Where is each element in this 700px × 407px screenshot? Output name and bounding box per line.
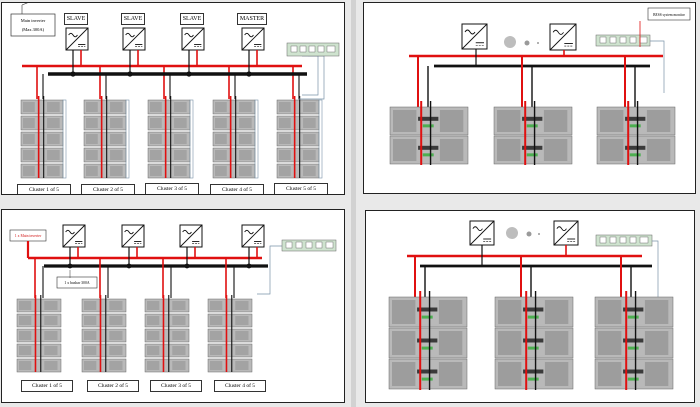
device-note-box — [647, 7, 691, 21]
bms-monitor-device — [286, 42, 340, 57]
inverter-2 — [549, 23, 577, 51]
battery-stack-bl-1 — [16, 295, 62, 373]
cluster-label-3: Cluster 3 of 5 — [150, 380, 202, 392]
diagram-top-right: BESS system monitor — [363, 2, 696, 194]
diagram-bottom-left-svg: 1 x Main inverter 1 x busbar 300A — [9, 224, 337, 373]
battery-stack-bl-2 — [81, 295, 127, 373]
cluster-label-3: Cluster 3 of 5 — [145, 183, 199, 194]
inverter-role-3: SLAVE — [180, 13, 204, 25]
cluster-label-1: Cluster 1 of 5 — [17, 184, 71, 194]
inverter-4 — [241, 224, 265, 248]
battery-cabinet-tr-2 — [493, 101, 573, 165]
rack-comm-line — [189, 99, 194, 179]
inverter-3 — [181, 27, 205, 51]
busbar-node — [126, 263, 132, 269]
inverter-2 — [121, 224, 145, 248]
inverter-2 — [122, 27, 146, 51]
diagram-top-left-svg: Main inverter (Max.300A) — [10, 3, 340, 179]
busbar-node — [127, 71, 133, 77]
battery-stack-bl-3 — [144, 295, 190, 373]
rack-comm-line — [125, 99, 130, 179]
diagram-bottom-left: 1 x Main inverter 1 x busbar 300A Cluste… — [1, 209, 345, 403]
note-line1: Main inverter — [21, 18, 46, 23]
rack-comm-line — [318, 99, 323, 179]
busbar-node — [246, 263, 252, 269]
battery-cabinet-br-2 — [494, 291, 574, 390]
busbar-note: 1 x busbar 300A — [64, 281, 89, 285]
comm-line — [652, 240, 659, 301]
panel-divider — [351, 0, 356, 407]
battery-stack-tl-3 — [147, 96, 191, 179]
rack-comm-line — [254, 99, 259, 179]
comm-line — [650, 40, 665, 93]
busbar-node — [67, 263, 73, 269]
busbar-node — [184, 263, 190, 269]
main-inverter-note: Main inverter (Max.300A) — [10, 13, 56, 37]
indicator-dots — [504, 36, 539, 48]
inverter-1 — [461, 23, 488, 50]
indicator-dots — [506, 227, 540, 239]
battery-cabinet-tr-3 — [596, 101, 676, 165]
inverter-role-2: SLAVE — [121, 13, 145, 25]
comm-line — [257, 245, 282, 295]
cluster-label-5: Cluster 5 of 5 — [274, 183, 328, 194]
battery-cabinet-br-1 — [388, 291, 468, 390]
main-inverter-note: 1 x Main inverter — [15, 234, 42, 238]
inverter-role-4: MASTER — [237, 13, 267, 25]
inverter-1 — [62, 224, 86, 248]
battery-cabinet-tr-1 — [389, 101, 469, 165]
battery-cabinet-br-3 — [594, 291, 674, 390]
diagram-top-left: Main inverter (Max.300A) SLAVE SLAVE SLA… — [1, 2, 345, 195]
battery-stack-tl-4 — [212, 96, 256, 179]
diagram-bottom-right — [365, 210, 695, 403]
bms-monitor-device — [595, 234, 653, 247]
diagram-bottom-right-svg — [388, 220, 674, 390]
rack-comm-line — [62, 99, 67, 179]
busbar-node — [246, 71, 252, 77]
cluster-label-2: Cluster 2 of 5 — [87, 380, 139, 392]
busbar-node — [186, 71, 192, 77]
inverter-3 — [179, 224, 203, 248]
busbar-note-box — [56, 276, 98, 289]
cluster-label-4: Cluster 4 of 5 — [214, 380, 266, 392]
battery-stack-tl-1 — [20, 96, 64, 179]
cluster-label-2: Cluster 2 of 5 — [81, 184, 135, 194]
battery-stack-tl-2 — [83, 96, 127, 179]
inverter-1 — [65, 27, 89, 51]
battery-stack-bl-4 — [207, 295, 253, 373]
inverter-1 — [469, 220, 495, 246]
cluster-label-4: Cluster 4 of 5 — [210, 184, 264, 194]
diagram-top-right-svg: BESS system monitor — [389, 7, 691, 165]
cluster-label-1: Cluster 1 of 5 — [21, 380, 73, 392]
battery-stack-tl-5 — [276, 96, 320, 179]
busbar-node — [70, 71, 76, 77]
bms-monitor-device — [281, 239, 337, 252]
comm-line — [298, 55, 325, 100]
inverter-role-1: SLAVE — [64, 13, 88, 25]
inverter-2 — [553, 220, 579, 246]
inverter-4 — [241, 27, 265, 51]
bms-monitor-device — [595, 34, 651, 47]
note-line2: (Max.300A) — [22, 27, 45, 32]
device-note: BESS system monitor — [653, 13, 686, 17]
